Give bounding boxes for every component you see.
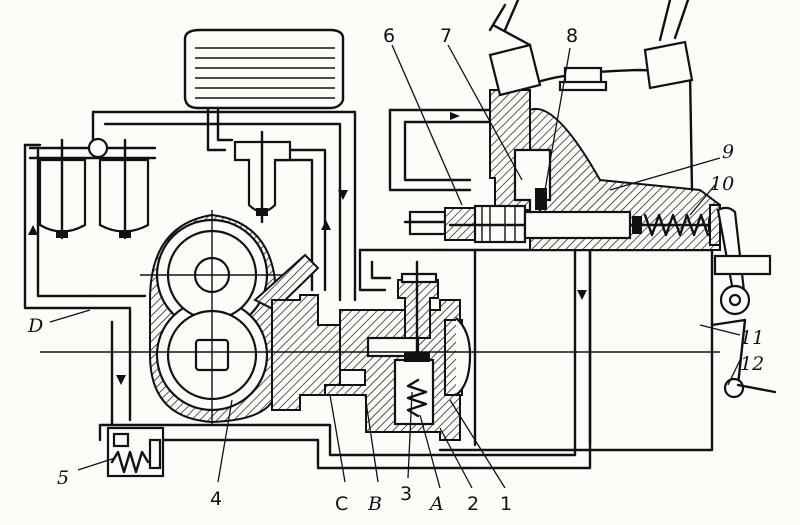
label-4: 4 <box>210 488 222 510</box>
label-10: 10 <box>710 173 734 195</box>
label-C: C <box>335 493 348 515</box>
middle-filter <box>233 130 292 224</box>
labels: 6 7 8 9 10 11 12 1 2 A 3 B C 4 5 D <box>27 25 764 515</box>
label-6: 6 <box>383 25 395 47</box>
relief-valve <box>106 426 165 478</box>
label-A: A <box>428 493 444 515</box>
label-5: 5 <box>57 467 69 489</box>
gear-pump <box>140 210 341 425</box>
injector-pipes <box>488 0 694 97</box>
label-8: 8 <box>566 25 578 47</box>
regulator-valve <box>40 260 720 441</box>
label-7: 7 <box>440 25 452 47</box>
leader-lines <box>49 44 741 489</box>
label-1: 1 <box>500 493 512 515</box>
fuel-tank <box>183 28 345 152</box>
control-rod <box>403 204 722 246</box>
twin-filters <box>38 137 150 240</box>
label-9: 9 <box>722 141 734 163</box>
label-2: 2 <box>467 493 479 515</box>
label-B: B <box>367 493 382 515</box>
lever-linkage <box>710 206 777 399</box>
label-12: 12 <box>740 353 764 375</box>
label-D: D <box>27 315 43 337</box>
label-11: 11 <box>740 327 764 349</box>
label-3: 3 <box>400 483 412 505</box>
